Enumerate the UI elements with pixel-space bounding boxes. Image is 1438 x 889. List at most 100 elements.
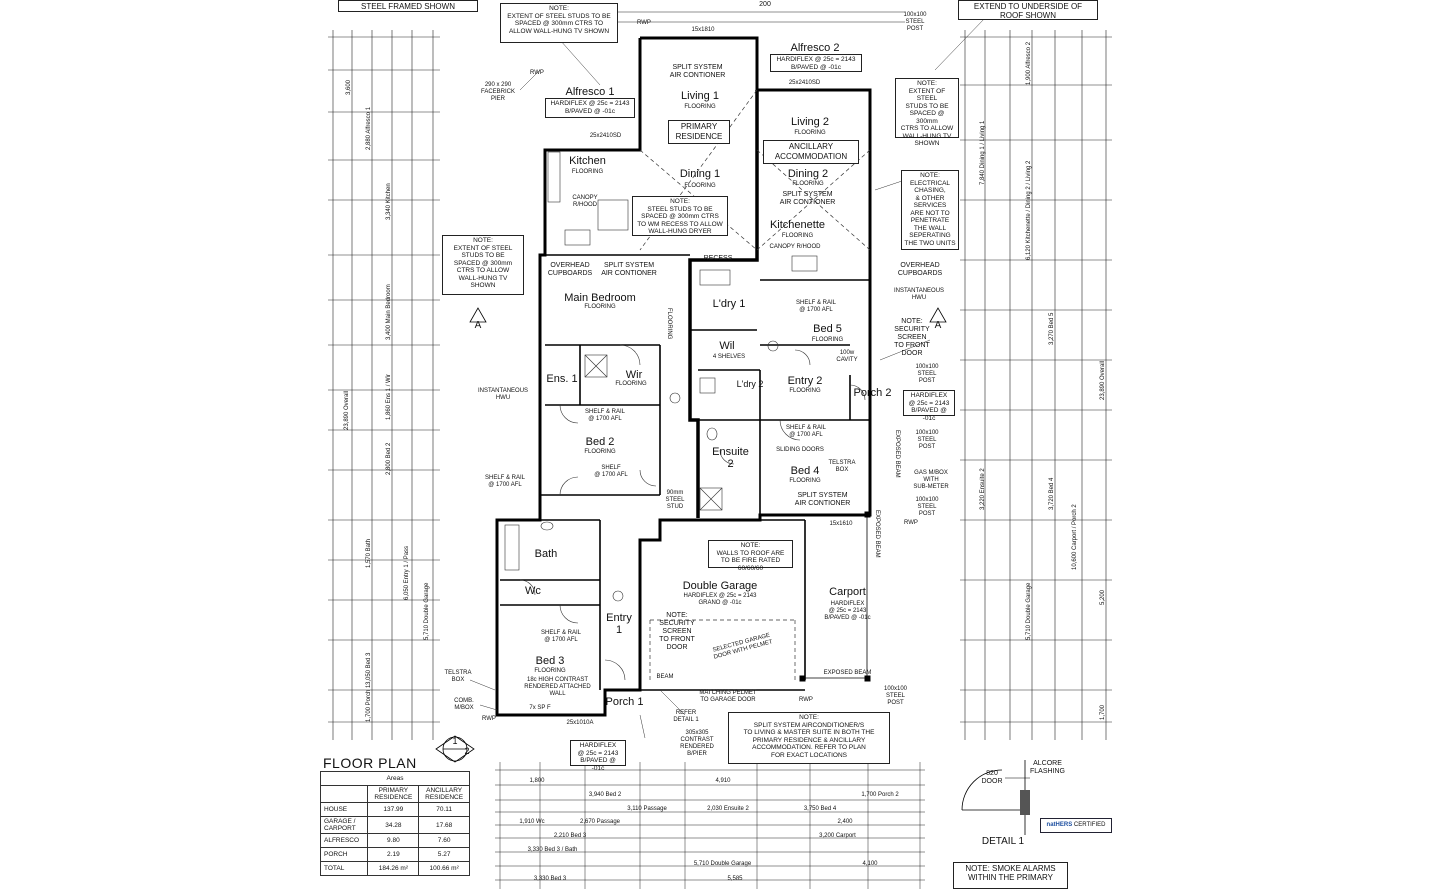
dim-right-9: 5,200 xyxy=(1100,589,1106,605)
dim-left-4: 3,400 Main Bedroom xyxy=(386,284,392,340)
kitchen-canopy: CANOPY R/HOOD xyxy=(572,195,598,208)
living-1-flooring: FLOORING xyxy=(684,104,716,110)
steel-stud: 90mm STEEL STUD xyxy=(665,490,685,510)
contrast-pier: 305x305 CONTRAST RENDERED B/PIER xyxy=(680,730,714,757)
instantaneous-hwu-left: INSTANTANEOUS HWU xyxy=(477,388,529,401)
table-row: ALFRESCO 9.80 7.60 xyxy=(319,833,470,848)
section-marker-right: A xyxy=(934,320,942,331)
kitchenette-canopy: CANOPY R/HOOD xyxy=(769,244,821,250)
steel-post-top: 100x100 STEEL POST xyxy=(903,12,927,32)
dim-left-10: 3,050 Bed 3 xyxy=(366,652,372,685)
areas-col-ancillary: ANCILLARY RESIDENCE xyxy=(418,785,470,803)
areas-caption: Areas xyxy=(320,771,470,786)
bed-2-shelf: SHELF @ 1700 AFL xyxy=(594,465,628,478)
exposed-beam-right: EXPOSED BEAM xyxy=(874,510,880,558)
dim-right-3: 6,120 Kitchenette / Dining 2 / Living 2 xyxy=(1026,160,1032,260)
dim-bottom-2: 3,940 Bed 2 xyxy=(588,792,622,798)
dim-bottom-11: 2,210 Bed 3 xyxy=(553,833,587,839)
note-security-screen-garage: NOTE: SECURITY SCREEN TO FRONT DOOR xyxy=(659,612,695,651)
exposed-beam-porch: EXPOSED BEAM xyxy=(894,430,900,478)
dim-bottom-7: 1,700 Porch 2 xyxy=(861,792,899,798)
dim-bottom-4: 4,910 xyxy=(715,778,731,784)
dim-bottom-8: 1,910 Wc xyxy=(519,819,545,825)
overhead-cupboards-left: OVERHEAD CUPBOARDS xyxy=(547,262,593,277)
wil-shelves: 4 SHELVES xyxy=(712,354,746,360)
table-row: HOUSE 137.99 70.11 xyxy=(319,802,470,817)
dim-left-8: 6,050 Entry 1 / Pass xyxy=(404,545,410,600)
detail-flashing: ALCORE FLASHING xyxy=(1029,760,1065,775)
dim-left-overall: 23,890 Overall xyxy=(344,390,350,430)
overhead-cupboards-right: OVERHEAD CUPBOARDS xyxy=(897,262,943,277)
note-studs-tv-right: NOTE: EXTENT OF STEEL STUDS TO BE SPACED… xyxy=(895,78,959,147)
room-bed-2: Bed 2 xyxy=(585,436,615,448)
room-ensuite-1: Ens. 1 xyxy=(546,373,578,385)
dim-left-11: 1,700 Porch 1 xyxy=(366,684,372,722)
note-studs-tv-left: NOTE: EXTENT OF STEEL STUDS TO BE SPACED… xyxy=(442,235,524,295)
detail-1-title: DETAIL 1 xyxy=(981,836,1025,847)
wir-flooring: FLOORING xyxy=(615,381,647,387)
dim-left-9: 5,710 Double Garage xyxy=(424,582,430,640)
note-security-screen-right: NOTE: SECURITY SCREEN TO FRONT DOOR xyxy=(894,318,930,357)
dim-right-10: 1,700 xyxy=(1100,704,1106,720)
bed-4-shelf-rail: SHELF & RAIL @ 1700 AFL xyxy=(785,425,826,438)
window-bed-4: 15x1610 xyxy=(829,521,853,527)
telstra-box-left: TELSTRA BOX xyxy=(444,670,472,683)
bedroom-split-system: SPLIT SYSTEM AIR CONTIONER xyxy=(601,262,657,277)
dim-bottom-5: 2,030 Ensuite 2 xyxy=(707,806,749,812)
dim-left-7: 1,570 Bath xyxy=(366,538,372,568)
extend-to-roof-box: EXTEND TO UNDERSIDE OF ROOF SHOWN xyxy=(958,0,1098,20)
primary-residence-box: PRIMARY RESIDENCE xyxy=(668,120,730,144)
bed-5-shelf-rail: SHELF & RAIL @ 1700 AFL xyxy=(795,300,836,313)
contrast-wall: 18c HIGH CONTRAST RENDERED ATTACHED WALL xyxy=(524,677,591,697)
dim-right-2: 7,840 Dining 1 / Living 1 xyxy=(980,120,986,185)
room-wir: Wir xyxy=(625,369,643,381)
room-wc: Wc xyxy=(525,585,541,597)
dim-right-8: 5,710 Double Garage xyxy=(1026,582,1032,640)
dim-right-7: 10,600 Carport / Porch 2 xyxy=(1072,504,1078,570)
note-studs-tv-top: NOTE: EXTENT OF STEEL STUDS TO BE SPACED… xyxy=(500,3,618,43)
dim-right-1: 1,900 Alfresco 2 xyxy=(1026,41,1032,85)
nathers-logo: natHERS xyxy=(1046,822,1073,828)
bed-5-flooring: FLOORING xyxy=(811,337,844,343)
rwp-top: RWP xyxy=(637,20,651,26)
room-porch-1: Porch 1 xyxy=(605,696,644,708)
dining-1-flooring: FLOORING xyxy=(684,183,716,189)
callout-number-bottom: 2 xyxy=(464,746,470,756)
sliding-doors: SLIDING DOORS xyxy=(776,447,824,453)
bed-2-flooring: FLOORING xyxy=(584,449,616,455)
comb-meter-box: COMB. M/BOX xyxy=(454,698,474,711)
dining-2-split-system: SPLIT SYSTEM AIR CONTIONER xyxy=(779,191,836,206)
room-bed-4: Bed 4 xyxy=(790,465,820,477)
steel-framed-shown-box: STEEL FRAMED SHOWN xyxy=(338,0,478,12)
porch-2-finish: HARDIFLEX @ 25c = 2143 B/PAVED @ -01c xyxy=(903,390,955,422)
room-main-bedroom: Main Bedroom xyxy=(564,292,636,304)
room-bed-3: Bed 3 xyxy=(535,655,565,667)
floor-plan-title: FLOOR PLAN xyxy=(323,755,417,771)
room-carport: Carport xyxy=(829,586,866,598)
dim-right-6: 3,720 Bed 4 xyxy=(1049,477,1055,510)
dim-bottom-10: 2,400 xyxy=(837,819,853,825)
ancillary-accommodation-box: ANCILLARY ACCOMMODATION xyxy=(763,140,859,164)
dim-bottom-6: 3,750 Bed 4 xyxy=(803,806,837,812)
note-studs-dryer: NOTE: STEEL STUDS TO BE SPACED @ 300mm C… xyxy=(632,196,728,236)
table-row: GARAGE / CARPORT 34.28 17.68 xyxy=(319,816,470,834)
dim-right-5: 3,220 Ensuite 2 xyxy=(980,468,986,510)
bed-4-flooring: FLOORING xyxy=(789,478,821,484)
room-bed-5: Bed 5 xyxy=(813,323,842,335)
rwp-right: RWP xyxy=(904,520,918,526)
nathers-certified: CERTIFIED xyxy=(1073,822,1106,828)
note-electrical: NOTE: ELECTRICAL CHASING, & OTHER SERVIC… xyxy=(901,170,959,250)
room-laundry-1: L'dry 1 xyxy=(712,298,746,310)
detail-door: 820 DOOR xyxy=(981,770,1003,785)
steel-post-mid: 100x100 STEEL POST xyxy=(915,430,939,450)
living-2-flooring: FLOORING xyxy=(794,130,826,136)
dim-left-3: 3,340 Kitchen xyxy=(386,183,392,220)
dim-bottom-9: 2,670 Passage xyxy=(579,819,621,825)
callout-number-top: 1 xyxy=(452,736,458,746)
note-fire-rated: NOTE: WALLS TO ROOF ARE TO BE FIRE RATED… xyxy=(708,540,793,572)
bed-2-shelf-rail: SHELF & RAIL @ 1700 AFL xyxy=(484,475,525,488)
matching-pelmet: MATCHING PELMET TO GARAGE DOOR xyxy=(699,690,757,703)
dim-bottom-14: 5,710 Double Garage xyxy=(693,861,752,867)
carport-finish: HARDIFLEX @ 25c = 2143 B/PAVED @ -01c xyxy=(824,601,871,621)
